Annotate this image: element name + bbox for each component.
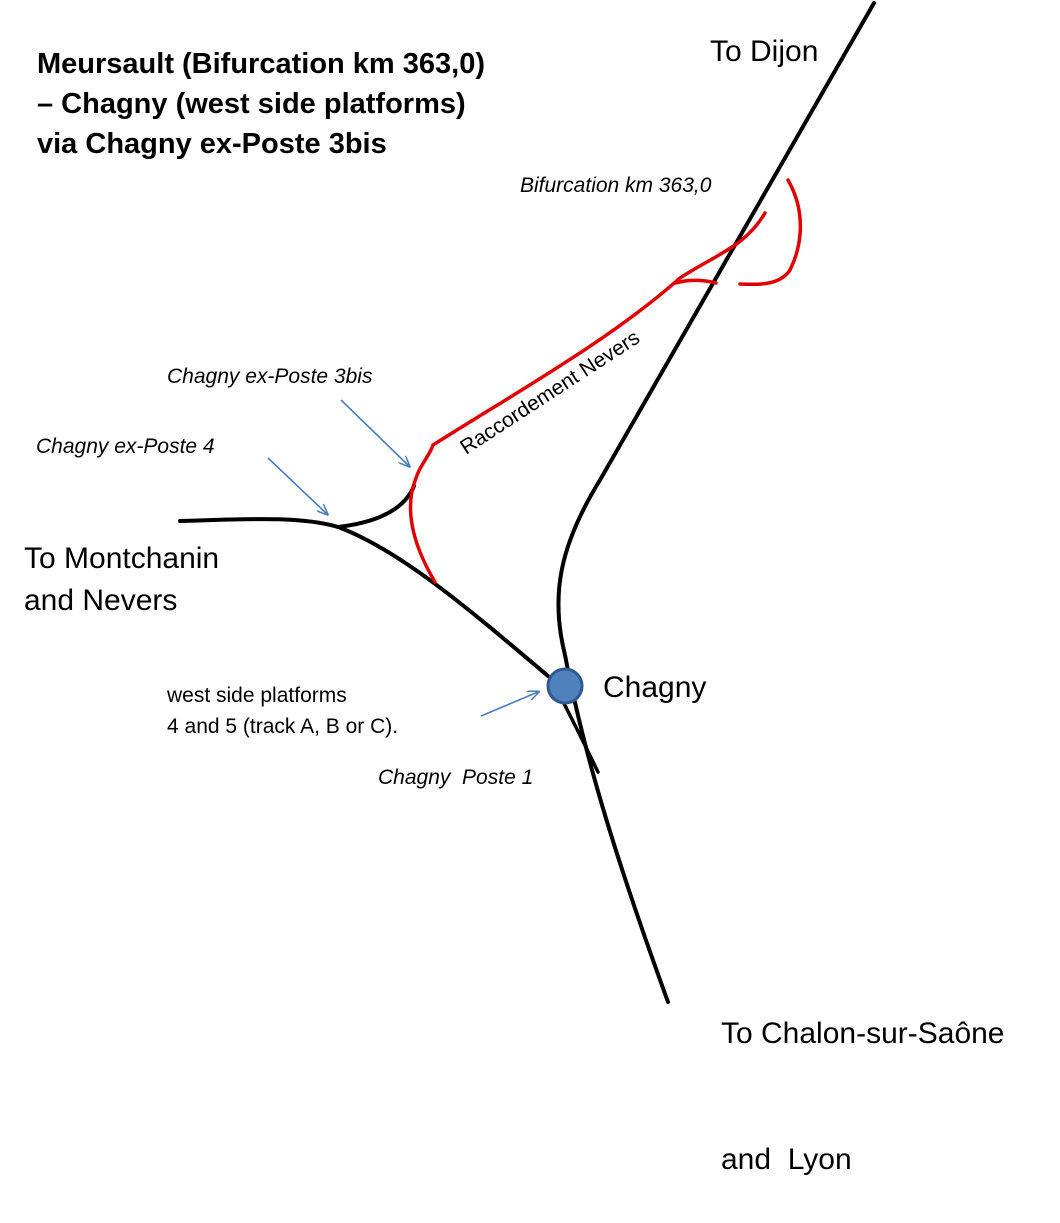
chagny-station-marker — [546, 667, 584, 705]
poste-3bis-label: Chagny ex-Poste 3bis — [167, 365, 373, 388]
raccordement-nevers-label: Raccordement Nevers — [456, 326, 644, 459]
montchanin-line — [178, 517, 550, 678]
platforms-line-2: 4 and 5 (track A, B or C). — [167, 715, 399, 738]
bifurcation-loop — [738, 178, 802, 287]
platforms-label: west side platforms 4 and 5 (track A, B … — [167, 680, 398, 742]
railway-diagram: Raccordement Nevers — [178, 1, 876, 1004]
to-dijon-label: To Dijon — [710, 35, 819, 68]
to-chalon-line-2: and Lyon — [721, 1143, 852, 1176]
to-chalon-label: To Chalon-sur-Saône and Lyon — [721, 929, 1005, 1223]
title-line-3: via Chagny ex-Poste 3bis — [37, 128, 387, 160]
poste-4-pointer-arrow — [267, 457, 327, 514]
chagny-label: Chagny — [603, 671, 707, 704]
bifurcation-spur — [673, 278, 718, 285]
title-line-2: – Chagny (west side platforms) — [37, 88, 466, 120]
poste-1-label: Chagny Poste 1 — [378, 766, 534, 789]
platforms-line-1: west side platforms — [167, 684, 347, 707]
to-montchanin-line-1: To Montchanin — [24, 542, 220, 575]
main-line-dijon-chalon — [556, 1, 876, 1004]
to-montchanin-line-2: and Nevers — [24, 584, 178, 617]
title-line-1: Meursault (Bifurcation km 363,0) — [37, 48, 485, 80]
poste-4-label: Chagny ex-Poste 4 — [36, 435, 215, 458]
to-montchanin-label: To Montchanin and Nevers — [24, 538, 219, 622]
bifurcation-label: Bifurcation km 363,0 — [520, 174, 712, 197]
poste-3bis-pointer-arrow — [340, 399, 409, 466]
to-chalon-line-1: To Chalon-sur-Saône — [721, 1017, 1005, 1050]
diagram-title: Meursault (Bifurcation km 363,0) – Chagn… — [37, 44, 485, 164]
poste-4-curve — [336, 484, 416, 529]
raccordement-nevers-line — [408, 211, 767, 584]
platforms-pointer-arrow — [480, 692, 538, 717]
